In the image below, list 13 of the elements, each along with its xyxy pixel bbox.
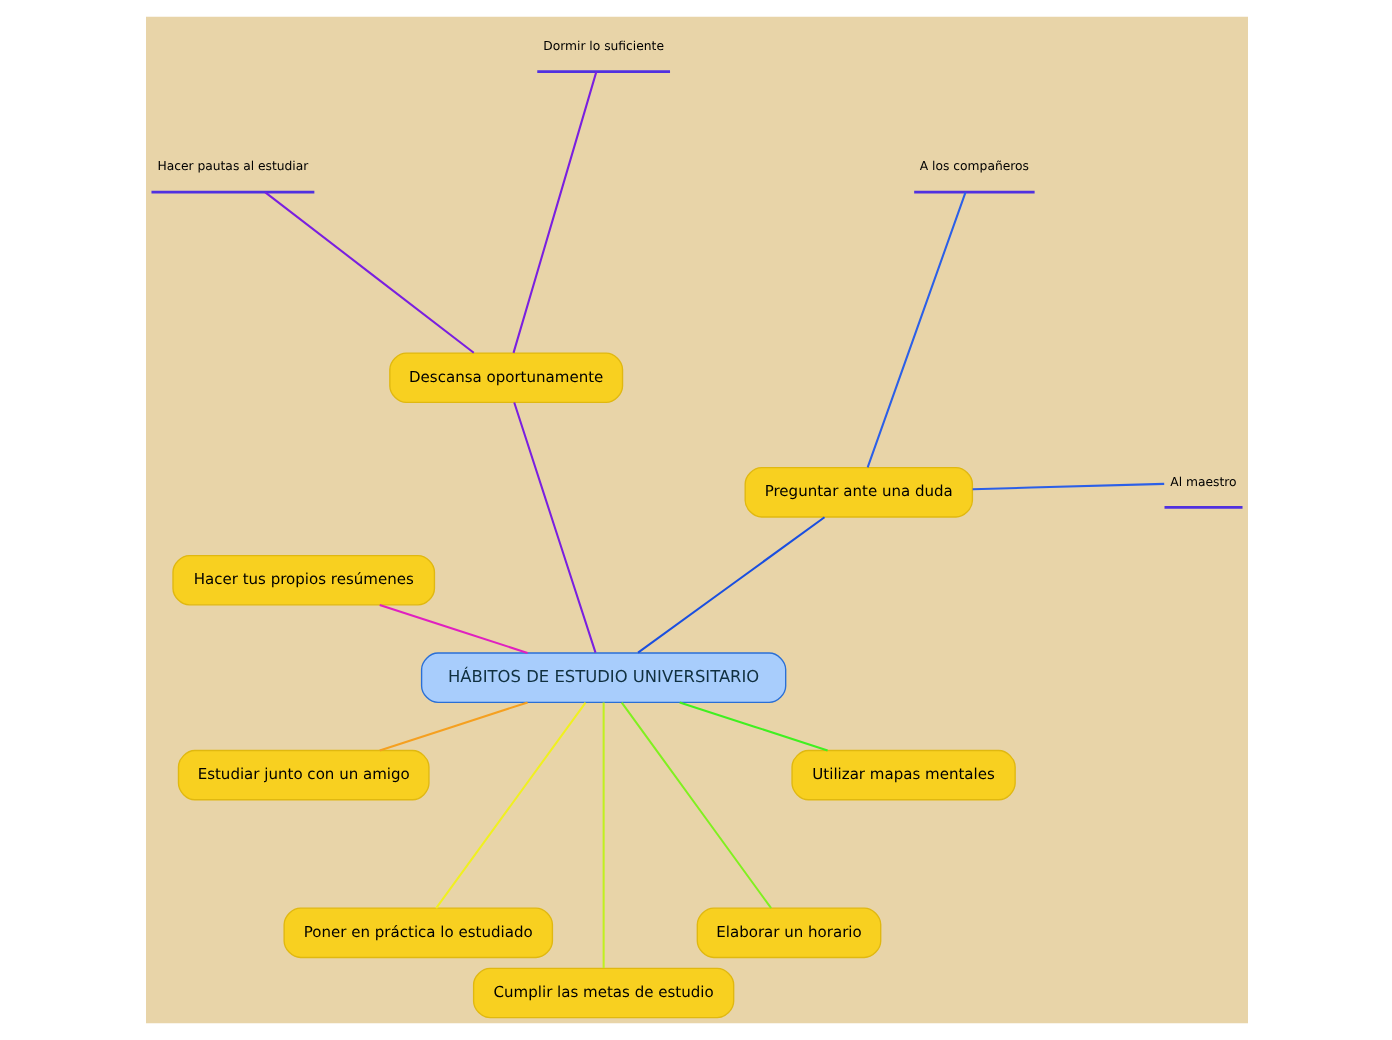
connector [434,702,586,909]
connector [378,701,527,752]
node-box: HÁBITOS DE ESTUDIO UNIVERSITARIO [419,652,786,703]
connector [971,482,1164,491]
connector [865,192,966,468]
connector [512,402,596,653]
connector [678,701,827,752]
connector [263,191,474,354]
connector [511,71,597,354]
connector [636,516,825,654]
connector [601,702,604,968]
connector [619,702,771,909]
connector [378,603,527,654]
